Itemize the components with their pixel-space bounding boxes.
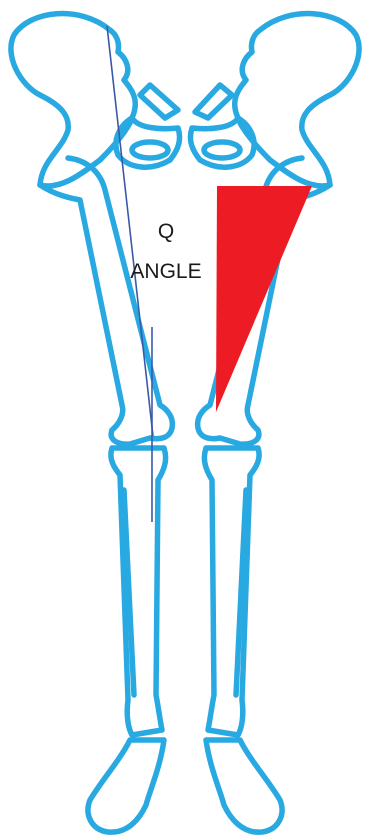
- left-obturator-foramen: [132, 142, 168, 158]
- q-angle-triangle: [216, 186, 312, 412]
- right-tibia: [204, 448, 259, 735]
- sacrum-segment-right: [195, 85, 232, 118]
- q-angle-label-line1: Q: [158, 220, 174, 243]
- left-tibia: [111, 448, 166, 735]
- left-foot: [88, 740, 164, 832]
- q-angle-label-line2: ANGLE: [130, 260, 201, 283]
- right-foot: [206, 740, 282, 832]
- feet: [88, 740, 282, 832]
- sacrum-segment-left: [140, 85, 178, 118]
- pelvis: [11, 14, 359, 186]
- lower-legs: [111, 448, 259, 735]
- right-obturator-foramen: [204, 142, 240, 158]
